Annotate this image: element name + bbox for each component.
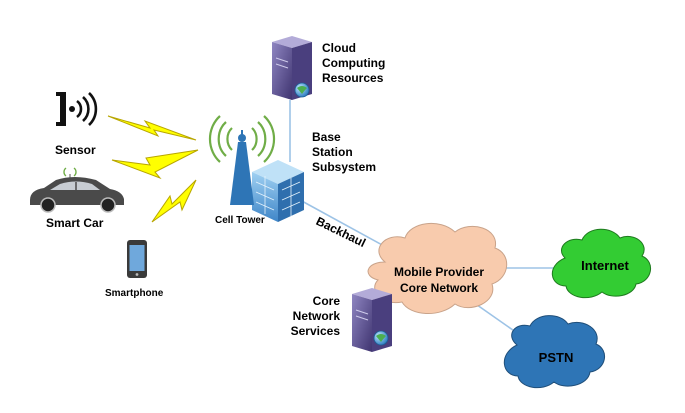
core-services-server-icon	[352, 288, 392, 352]
core-services-line-1: Core	[312, 294, 340, 308]
core-services-line-2: Network	[292, 309, 340, 323]
sensor-icon	[56, 92, 98, 126]
cloud-computing-line-2: Computing	[322, 56, 386, 70]
base-station-label: Base Station Subsystem	[312, 130, 376, 175]
internet-cloud	[551, 228, 651, 299]
cloud-computing-line-3: Resources	[322, 71, 384, 85]
pstn-cloud	[503, 315, 605, 389]
pstn-label: PSTN	[538, 350, 574, 365]
core-network-label: Mobile Provider Core Network	[382, 264, 496, 296]
core-network-line-2: Core Network	[399, 281, 479, 295]
core-services-label: Core Network Services	[288, 294, 340, 339]
base-station-icon	[252, 160, 304, 222]
core-services-line-3: Services	[290, 324, 340, 338]
cell-tower-label: Cell Tower	[215, 215, 265, 226]
lightning-bolt-3	[151, 179, 197, 223]
sensor-label: Sensor	[55, 143, 96, 157]
smart-car-label: Smart Car	[46, 216, 104, 230]
smartphone-label: Smartphone	[105, 288, 164, 299]
backhaul-link	[299, 199, 396, 253]
wireless-lightning-bolts	[107, 115, 199, 223]
internet-label: Internet	[581, 258, 629, 273]
lightning-bolt-1	[107, 115, 197, 141]
lightning-bolt-2	[111, 149, 199, 180]
cloud-server-icon	[272, 36, 312, 100]
cell-tower-icon	[208, 115, 276, 205]
signal-arcs	[208, 115, 276, 163]
base-station-line-3: Subsystem	[312, 160, 377, 174]
cloud-computing-label: Cloud Computing Resources	[322, 41, 385, 86]
cloud-computing-line-1: Cloud	[322, 41, 356, 55]
smartphone-icon	[127, 240, 147, 278]
base-station-line-1: Base	[312, 130, 341, 144]
smart-car-icon	[30, 167, 124, 213]
core-network-line-1: Mobile Provider	[393, 265, 485, 279]
base-station-line-2: Station	[312, 145, 353, 159]
